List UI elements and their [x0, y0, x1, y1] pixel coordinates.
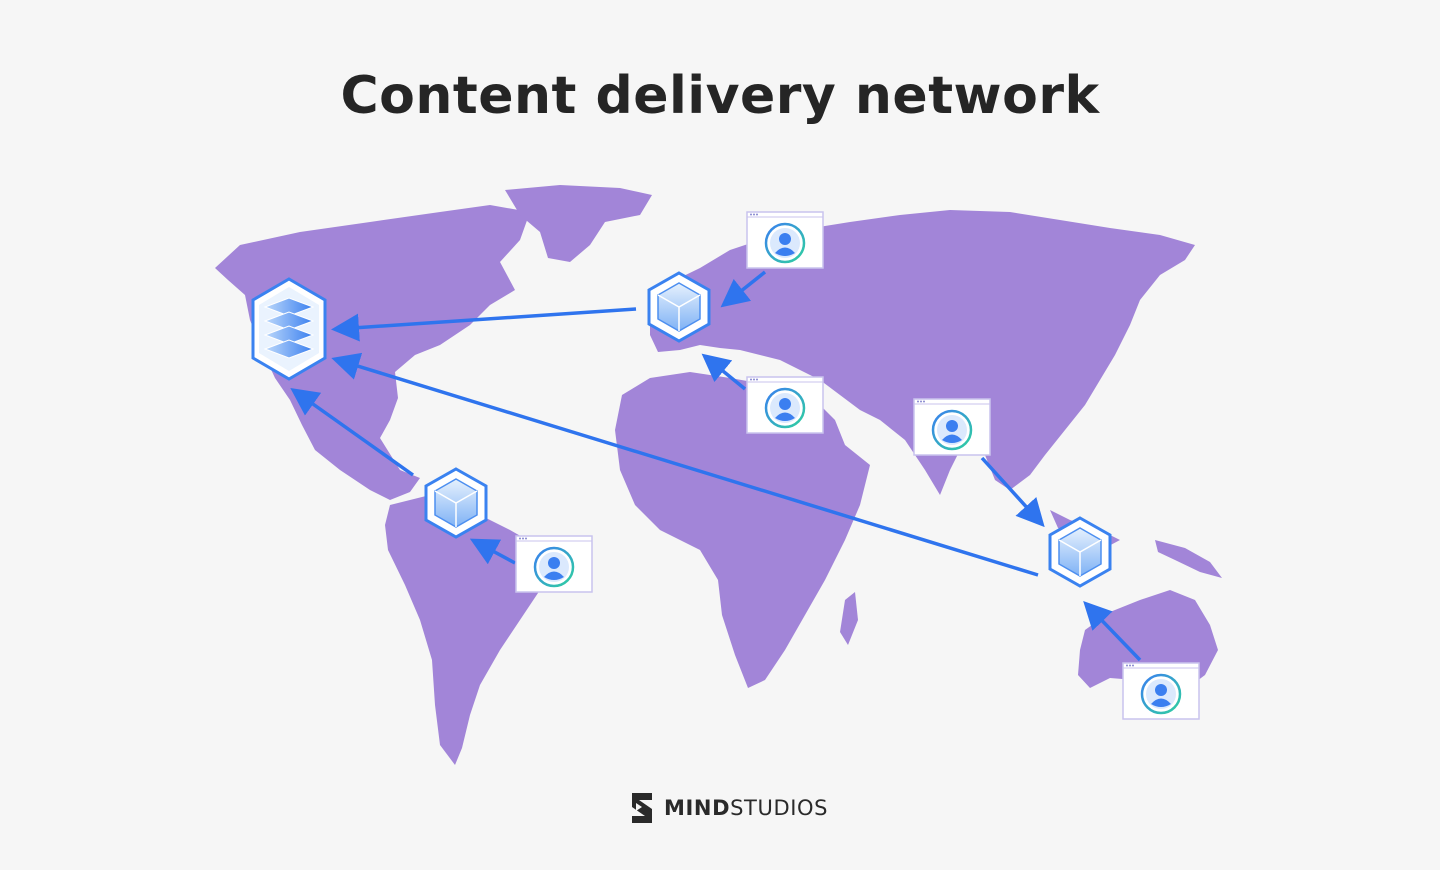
user-browser-window-icon — [912, 397, 992, 457]
continent-eurasia — [650, 210, 1195, 495]
user-browser-window-icon — [745, 375, 825, 435]
cdn-edge-cube-icon — [647, 271, 711, 343]
arrow-user-north-europe-to-edge — [720, 270, 767, 308]
brand-name-light: STUDIOS — [730, 796, 829, 820]
brand-name: MINDSTUDIOS — [664, 796, 828, 820]
island-madagascar — [840, 592, 858, 645]
world-map — [215, 185, 1222, 765]
arrow-edge-asia-to-origin — [331, 352, 1039, 577]
arrow-user-india-to-edge — [980, 456, 1045, 528]
arrow-edge-europe-to-origin — [331, 307, 637, 342]
brand-name-bold: MIND — [664, 796, 731, 820]
continent-africa — [615, 372, 870, 688]
continent-greenland — [505, 185, 652, 262]
arrow-edge-south-america-to-origin — [290, 387, 415, 477]
page-title: Content delivery network — [340, 66, 1100, 126]
continent-north-america — [215, 205, 530, 500]
cdn-edge-cube-icon — [1048, 516, 1112, 588]
origin-server-stack-icon — [251, 277, 327, 381]
arrow-user-south-america-to-edge — [469, 538, 516, 565]
mind-studios-logo-icon — [632, 793, 652, 823]
user-browser-window-icon — [1121, 661, 1201, 721]
arrow-user-australia-to-edge — [1083, 600, 1142, 662]
user-browser-window-icon — [514, 534, 594, 594]
brand: MINDSTUDIOS — [630, 790, 828, 826]
user-browser-window-icon — [745, 210, 825, 270]
continent-south-america — [385, 495, 545, 765]
arrow-user-north-africa-to-edge — [701, 353, 747, 391]
cdn-edge-cube-icon — [424, 467, 488, 539]
island-new-guinea — [1155, 540, 1222, 578]
connection-arrows — [290, 270, 1142, 662]
